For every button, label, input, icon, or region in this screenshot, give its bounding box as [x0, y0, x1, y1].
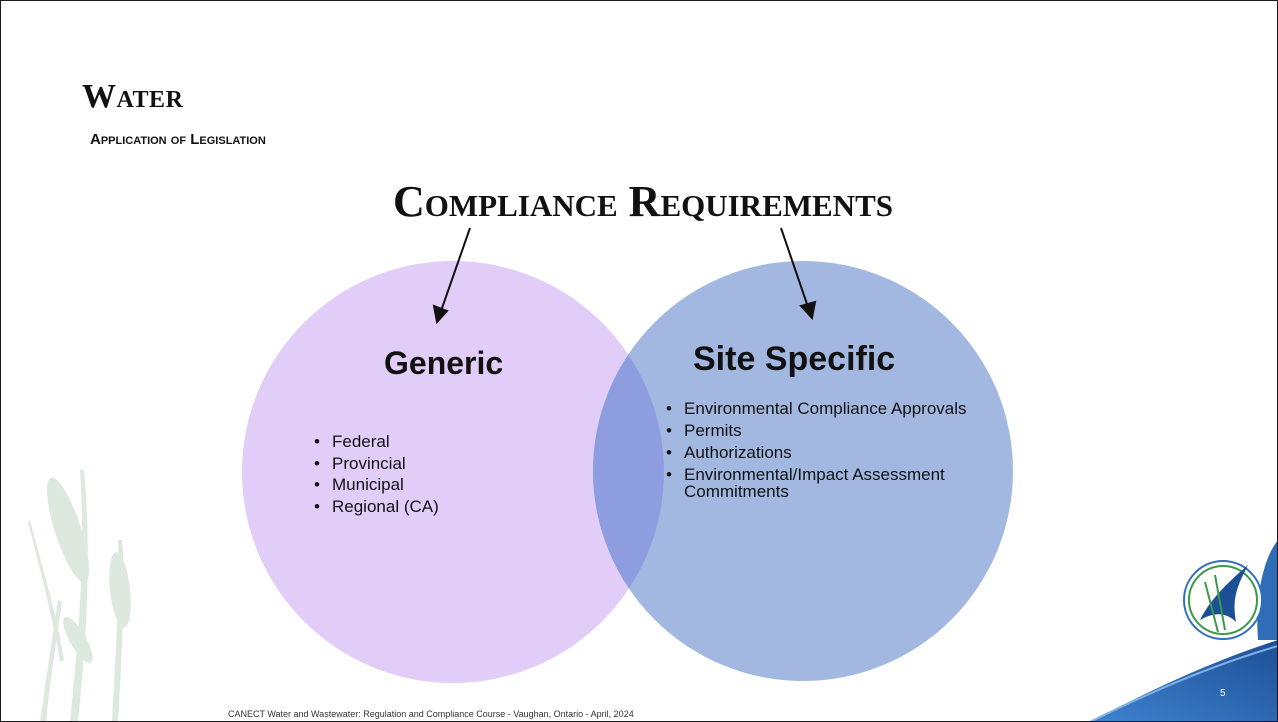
site-specific-label: Site Specific: [693, 340, 896, 378]
generic-circle: [242, 261, 664, 683]
list-item: Environmental Compliance Approvals: [666, 400, 986, 417]
side-swoosh: [1257, 540, 1278, 640]
site-specific-list: Environmental Compliance Approvals Permi…: [666, 400, 986, 505]
list-item: Environmental/Impact Assessment Commitme…: [666, 466, 986, 500]
slide-subtitle: Application of Legislation: [90, 131, 266, 148]
list-item: Federal: [314, 431, 439, 453]
generic-list: Federal Provincial Municipal Regional (C…: [314, 431, 439, 517]
slide-title: Water: [82, 78, 184, 115]
arrow-to-site-specific: [780, 227, 817, 321]
list-item: Permits: [666, 422, 986, 439]
generic-label: Generic: [384, 345, 504, 381]
arrow-to-generic: [432, 227, 471, 325]
list-item: Authorizations: [666, 444, 986, 461]
cattail-reeds-decoration: [28, 470, 131, 722]
list-item: Provincial: [314, 453, 439, 475]
corner-swoosh-highlight: [1089, 645, 1278, 722]
compliance-heading: Compliance Requirements: [393, 177, 893, 226]
list-item: Regional (CA): [314, 496, 439, 518]
corner-swoosh: [1090, 640, 1278, 722]
page-number: 5: [1220, 688, 1226, 699]
footer-text: CANECT Water and Wastewater: Regulation …: [228, 709, 634, 719]
heron-bird-logo: [1183, 560, 1263, 640]
list-item: Municipal: [314, 474, 439, 496]
